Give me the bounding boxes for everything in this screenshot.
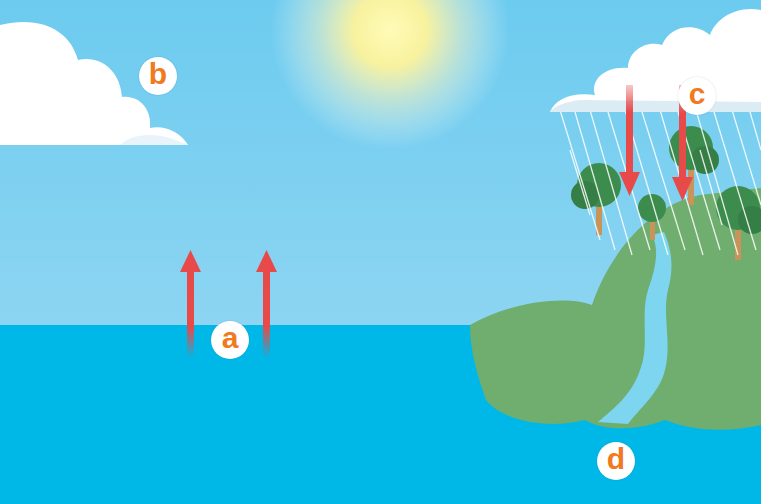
callout-circle: d [597,442,635,480]
rain [560,110,761,255]
callout-letter: d [607,444,625,474]
callout-letter: c [689,79,706,109]
evaporation-arrows [180,250,277,358]
callout-circle: a [211,321,249,359]
cloud [0,22,188,145]
callout-circle: c [678,77,716,115]
callout-letter: a [222,323,239,353]
callout-circle: b [139,57,177,95]
river [598,232,671,424]
cloud [550,9,761,112]
land [470,188,761,430]
callout-letter: b [149,59,167,89]
sun [270,0,510,150]
